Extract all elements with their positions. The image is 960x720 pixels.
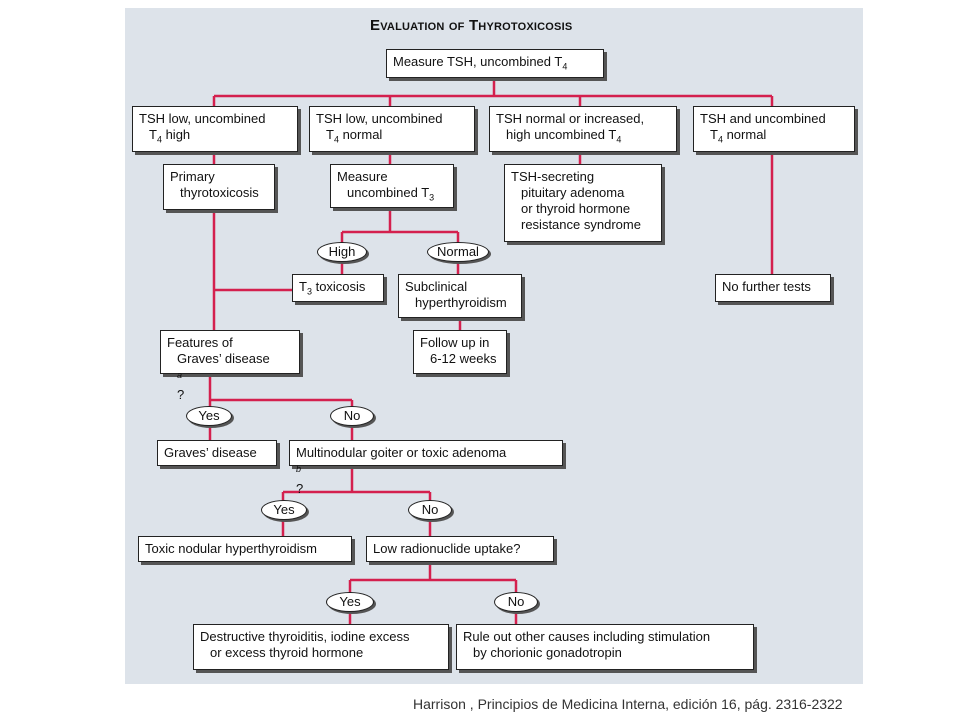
tsh-low-t4-high-box: TSH low, uncombined T4 high <box>132 106 298 152</box>
rule-out-line1: Rule out other causes including stimulat… <box>463 629 711 644</box>
follow-up-line2: 6-12 weeks <box>430 351 497 366</box>
high-oval: High <box>317 242 367 262</box>
tsh-secreting-box: TSH-secreting pituitary adenoma or thyro… <box>504 164 662 242</box>
measure-tsh-box: Measure TSH, uncombined T4 <box>386 49 604 78</box>
tsh-low-t4-normal-line1: TSH low, uncombined <box>316 111 443 126</box>
graves-disease-text: Graves’ disease <box>164 445 257 460</box>
no-further-tests-box: No further tests <box>715 274 831 302</box>
yes-oval-1: Yes <box>186 406 232 426</box>
t3-toxicosis-text: T3 toxicosis <box>299 279 366 297</box>
graves-features-line1: Features of <box>167 335 233 350</box>
subclinical-line2: hyperthyroidism <box>415 295 507 310</box>
graves-features-line2: Graves’ disease <box>177 351 270 366</box>
tsh-normal-t4-high-line1: TSH normal or increased, <box>496 111 645 126</box>
rule-out-box: Rule out other causes including stimulat… <box>456 624 754 670</box>
rule-out-line2: by chorionic gonadotropin <box>473 645 622 660</box>
measure-tsh-text: Measure TSH, uncombined T4 <box>393 54 568 72</box>
follow-up-box: Follow up in 6-12 weeks <box>413 330 507 374</box>
diagram-title: Evaluation of Thyrotoxicosis <box>370 17 573 34</box>
toxic-nodular-text: Toxic nodular hyperthyroidism <box>145 541 317 556</box>
tsh-low-t4-normal-box: TSH low, uncombined T4 normal <box>309 106 475 152</box>
tsh-low-t4-normal-line2: T4 normal <box>326 127 383 145</box>
measure-t3-line2: uncombined T3 <box>347 185 435 203</box>
tsh-secreting-line2: pituitary adenoma <box>521 185 625 200</box>
low-uptake-box: Low radionuclide uptake? <box>366 536 554 562</box>
tsh-secreting-line4: resistance syndrome <box>521 217 641 232</box>
primary-thyrotoxicosis-line1: Primary <box>170 169 215 184</box>
multinodular-goiter-qmark: ? <box>296 481 304 497</box>
t3-toxicosis-box: T3 toxicosis <box>292 274 384 302</box>
destructive-thyroiditis-line1: Destructive thyroiditis, iodine excess <box>200 629 410 644</box>
subclinical-box: Subclinical hyperthyroidism <box>398 274 522 318</box>
destructive-thyroiditis-line2: or excess thyroid hormone <box>210 645 364 660</box>
graves-features-box: Features of Graves’ disease a? <box>160 330 300 402</box>
tsh-secreting-line1: TSH-secreting <box>511 169 595 184</box>
tsh-t4-normal-box: TSH and uncombined T4 normal <box>693 106 855 152</box>
subclinical-line1: Subclinical <box>405 279 468 294</box>
graves-features-qmark: ? <box>177 387 185 403</box>
tsh-t4-normal-line2: T4 normal <box>710 127 767 145</box>
low-uptake-text: Low radionuclide uptake? <box>373 541 521 556</box>
normal-oval: Normal <box>427 242 489 262</box>
no-oval-3: No <box>494 592 538 612</box>
graves-disease-box: Graves’ disease <box>157 440 277 466</box>
measure-t3-line1: Measure <box>337 169 388 184</box>
multinodular-goiter-text: Multinodular goiter or toxic adenoma <box>296 445 507 460</box>
yes-oval-3: Yes <box>326 592 374 612</box>
multinodular-goiter-footnote: b <box>296 464 302 474</box>
yes-oval-2: Yes <box>261 500 307 520</box>
primary-thyrotoxicosis-line2: thyrotoxicosis <box>180 185 259 200</box>
toxic-nodular-box: Toxic nodular hyperthyroidism <box>138 536 352 562</box>
tsh-low-t4-high-line2: T4 high <box>149 127 191 145</box>
no-oval-2: No <box>408 500 452 520</box>
tsh-normal-t4-high-box: TSH normal or increased, high uncombined… <box>489 106 677 152</box>
tsh-secreting-line3: or thyroid hormone <box>521 201 631 216</box>
destructive-thyroiditis-box: Destructive thyroiditis, iodine excess o… <box>193 624 449 670</box>
no-oval-1: No <box>330 406 374 426</box>
follow-up-line1: Follow up in <box>420 335 490 350</box>
source-caption: Harrison , Principios de Medicina Intern… <box>413 696 843 712</box>
no-further-tests-text: No further tests <box>722 279 811 294</box>
measure-t3-box: Measure uncombined T3 <box>330 164 454 208</box>
tsh-t4-normal-line1: TSH and uncombined <box>700 111 826 126</box>
tsh-low-t4-high-line1: TSH low, uncombined <box>139 111 266 126</box>
tsh-normal-t4-high-line2: high uncombined T4 <box>506 127 622 145</box>
multinodular-goiter-box: Multinodular goiter or toxic adenoma b? <box>289 440 563 496</box>
primary-thyrotoxicosis-box: Primary thyrotoxicosis <box>163 164 275 210</box>
graves-features-footnote: a <box>177 370 183 380</box>
